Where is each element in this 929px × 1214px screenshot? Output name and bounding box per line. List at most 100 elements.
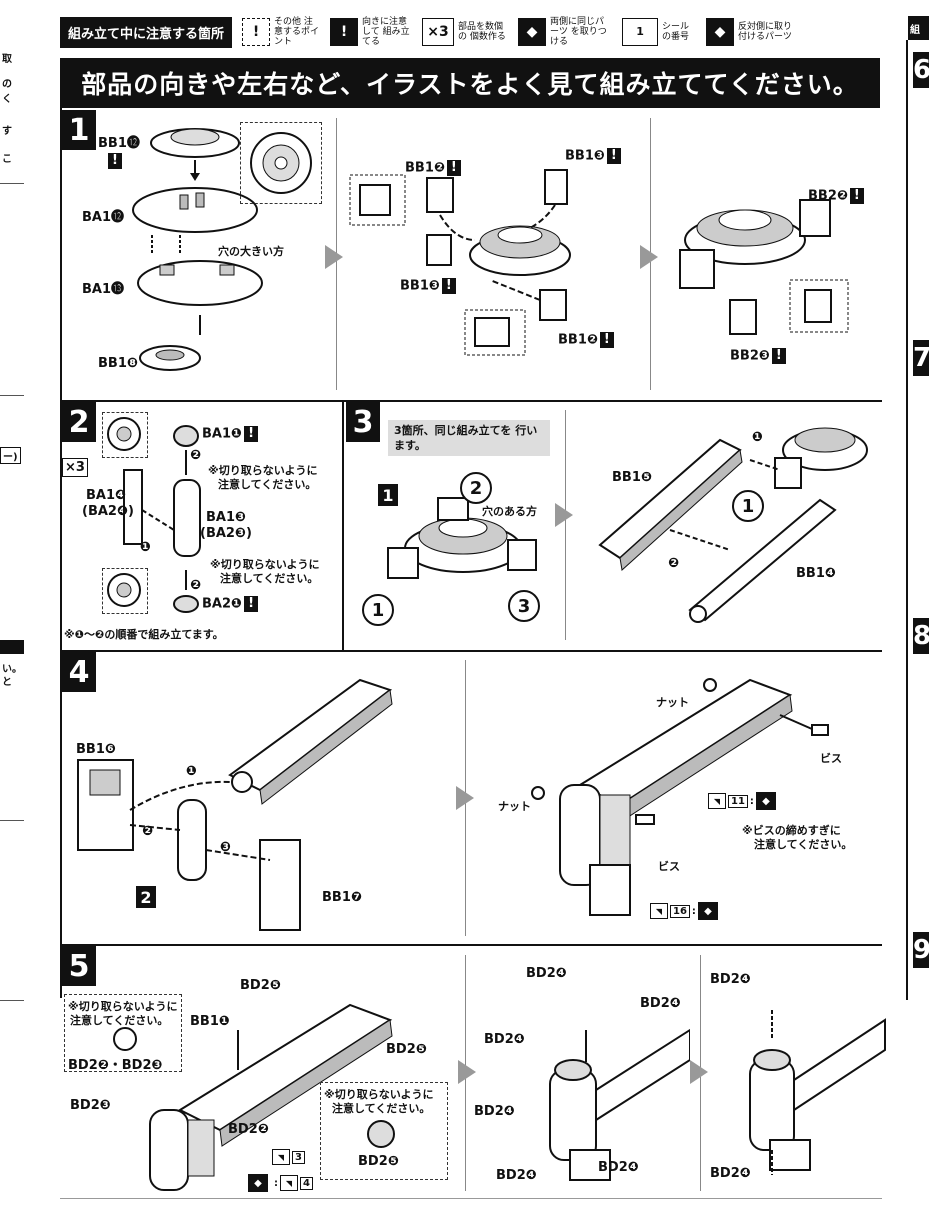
order-mark-1: ❶ bbox=[186, 764, 198, 779]
sticker-icon: ◥ bbox=[650, 903, 668, 919]
label-bb1-3b: BB1❸! bbox=[400, 278, 456, 294]
label-bd2-4h: BD2❹ bbox=[710, 1166, 751, 1181]
frame-left bbox=[60, 108, 62, 998]
label-bb2-2: BB2❷! bbox=[808, 188, 864, 204]
note-dont-cut-2a: ※切り取らないように bbox=[324, 1088, 434, 1101]
row-divider bbox=[60, 650, 882, 652]
next-arrow-icon bbox=[325, 245, 343, 269]
circle-number-1: 1 bbox=[362, 594, 394, 626]
gear-detail-illustration bbox=[107, 573, 141, 607]
both-sides-icon: ◆ bbox=[755, 792, 776, 810]
note-dont-cut-1b: 注意してください。 bbox=[70, 1014, 169, 1027]
step-4-assembled-illustration bbox=[531, 678, 829, 916]
note-dont-cut-2b: 注意してください。 bbox=[220, 572, 319, 585]
label-bb2-3: BB2❸! bbox=[730, 348, 786, 364]
order-mark-2b: ❷ bbox=[190, 578, 202, 593]
left-edge-text: ー) bbox=[0, 447, 21, 464]
right-edge-border bbox=[906, 40, 908, 1000]
label-nut-2: ナット bbox=[498, 800, 531, 813]
legend-bar: 組み立て中に注意する箇所 ! その他 注意するポイント ! 向きに注意して 組み… bbox=[60, 16, 794, 48]
label-bb1-3a: BB1❸! bbox=[565, 148, 621, 164]
left-edge-text: こ bbox=[2, 154, 12, 165]
exclamation-icon: ! bbox=[330, 18, 359, 46]
sticker-ref-3: ◥ 3 bbox=[272, 1149, 305, 1165]
left-edge-text: い。 bbox=[2, 664, 22, 675]
next-arrow-icon bbox=[555, 503, 573, 527]
sticker-ref-4: ◆ : ◥ 4 bbox=[248, 1174, 313, 1192]
label-ba2-1: BA2❶! bbox=[202, 596, 259, 612]
label-bd2-2-3: BD2❷・BD2❸ bbox=[68, 1058, 163, 1073]
row-divider bbox=[60, 400, 882, 402]
right-step-6: 6 bbox=[913, 52, 929, 88]
sticker-ref-16: ◥ 16 : ◆ bbox=[650, 902, 722, 920]
label-bb1-12: BB1⓬ bbox=[98, 136, 140, 151]
sticker-icon: 1 bbox=[622, 18, 659, 46]
note-dont-cut-2b: 注意してください。 bbox=[332, 1102, 431, 1115]
label-bis-2: ビス bbox=[658, 860, 680, 873]
left-edge-text: く bbox=[2, 94, 12, 105]
both-sides-icon: ◆ bbox=[697, 902, 718, 920]
step-2-cylinder-illustration bbox=[123, 425, 201, 613]
note-hole-side: 穴のある方 bbox=[482, 505, 537, 518]
left-edge-text: す bbox=[2, 126, 12, 137]
order-mark-2: ❷ bbox=[142, 824, 154, 839]
label-bb1-8: BB1❽ bbox=[98, 356, 138, 371]
legend-item-sticker: 1 シール の番号 bbox=[622, 18, 696, 46]
right-step-8: 8 bbox=[913, 618, 929, 654]
label-ba1-12: BA1⓬ bbox=[82, 210, 125, 225]
ball-joint-detail-illustration bbox=[367, 1120, 395, 1148]
left-edge-rule bbox=[0, 820, 24, 821]
left-edge-bar bbox=[0, 640, 24, 654]
step-1-result-illustration bbox=[679, 199, 849, 335]
sticker-icon: ◥ bbox=[272, 1149, 290, 1165]
label-bb1-2a: BB1❷! bbox=[405, 160, 461, 176]
circle-number-2: 2 bbox=[460, 472, 492, 504]
label-ba1-1: BA1❶! bbox=[202, 426, 259, 442]
label-bd2-5b: BD2❺ bbox=[386, 1042, 427, 1057]
step-3-number: 3 bbox=[346, 402, 380, 442]
step-4-parts-illustration bbox=[77, 678, 393, 931]
sticker-icon: ◥ bbox=[708, 793, 726, 809]
legend-item-count: ×3 部品を数個の 個数作る bbox=[422, 18, 508, 46]
box-number-2: 2 bbox=[136, 886, 156, 908]
sticker-ref-11: ◥ 11 : ◆ bbox=[708, 792, 780, 810]
sticker-icon: ◥ bbox=[280, 1175, 298, 1191]
note-dont-cut-1a: ※切り取らないように bbox=[68, 1000, 178, 1013]
note-bis-1: ※ビスの締めすぎに bbox=[742, 824, 841, 837]
page-banner: 部品の向きや左右など、イラストをよく見て組み立ててください。 bbox=[60, 58, 880, 108]
label-bd2-4g: BD2❹ bbox=[710, 972, 751, 987]
label-bd2-2: BD2❷ bbox=[228, 1122, 269, 1137]
legend-item-opposite: ◆ 反対側に取り 付けるパーツ bbox=[706, 18, 794, 46]
left-edge-rule bbox=[0, 395, 24, 396]
label-bb1-2b: BB1❷! bbox=[558, 332, 614, 348]
next-arrow-icon bbox=[640, 245, 658, 269]
count-badge: ×3 bbox=[62, 458, 88, 477]
multiply-icon: ×3 bbox=[422, 18, 455, 46]
label-bb1-7: BB1❼ bbox=[322, 890, 362, 905]
step-5-result-illustration bbox=[749, 1010, 886, 1175]
note-bis-2: 注意してください。 bbox=[754, 838, 853, 851]
detail-callout bbox=[240, 122, 322, 204]
step-1-number: 1 bbox=[62, 110, 96, 150]
next-arrow-icon bbox=[690, 1060, 708, 1084]
step-5-head-illustration bbox=[549, 1028, 690, 1181]
next-arrow-icon bbox=[458, 1060, 476, 1084]
circle-number-3: 3 bbox=[508, 590, 540, 622]
detail-callout bbox=[64, 994, 182, 1072]
label-bd2-4c: BD2❹ bbox=[484, 1032, 525, 1047]
label-ba2-4: (BA2❹) bbox=[82, 504, 134, 519]
label-bd2-4d: BD2❹ bbox=[474, 1104, 515, 1119]
row-divider bbox=[60, 944, 882, 946]
next-arrow-icon bbox=[456, 786, 474, 810]
right-step-9: 9 bbox=[913, 932, 929, 968]
label-ba1-13: BA1⓭ bbox=[82, 282, 125, 297]
label-bd2-4b: BD2❹ bbox=[640, 996, 681, 1011]
label-nut-1: ナット bbox=[656, 696, 689, 709]
step-3-arms-illustration bbox=[598, 427, 868, 623]
detail-callout bbox=[320, 1082, 448, 1180]
order-mark-1: ❶ bbox=[752, 430, 764, 445]
box-number-1: 1 bbox=[378, 484, 398, 506]
right-step-7: 7 bbox=[913, 340, 929, 376]
label-bd2-4f: BD2❹ bbox=[598, 1160, 639, 1175]
label-bd2-3: BD2❸ bbox=[70, 1098, 111, 1113]
